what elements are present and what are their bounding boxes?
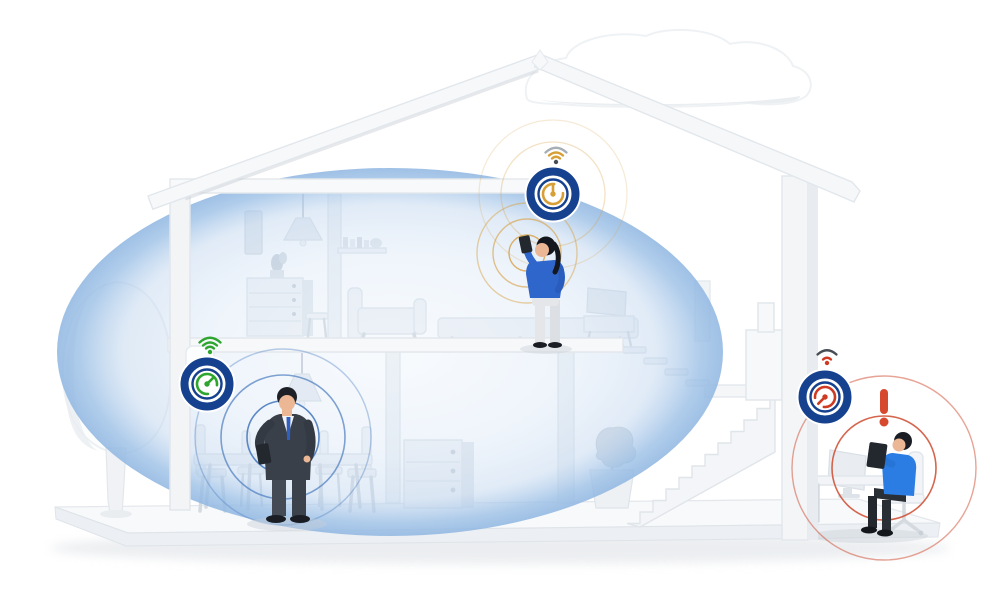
shoe xyxy=(861,526,877,534)
wifi-dot xyxy=(207,349,213,355)
house-frame xyxy=(147,49,861,541)
wifi-arc-inner xyxy=(204,345,216,350)
pants-leg xyxy=(535,300,545,342)
shin xyxy=(882,500,891,532)
gauge-dot xyxy=(822,394,828,400)
gauge-arc xyxy=(195,372,219,396)
shoe xyxy=(533,342,547,348)
arm-right xyxy=(303,419,316,463)
wifi-arc-outer xyxy=(544,146,568,154)
column-front xyxy=(781,175,809,541)
signal-gauge-weak xyxy=(796,368,854,426)
column-side xyxy=(808,180,818,540)
arm-right xyxy=(554,264,565,294)
badge-inner-ring xyxy=(809,381,841,413)
person-shadow xyxy=(247,517,327,531)
badge-inner-ring xyxy=(537,178,569,210)
signal-gauge-strong xyxy=(178,355,236,413)
gauge-arc xyxy=(813,385,837,409)
alert-dot xyxy=(879,417,889,427)
gauge-dot xyxy=(204,381,210,387)
badge-outer-ring xyxy=(526,167,580,221)
monitor-base xyxy=(838,494,860,498)
shoe xyxy=(266,515,286,523)
trouser-leg xyxy=(272,478,286,516)
badge-inner-ring xyxy=(191,368,223,400)
face xyxy=(279,395,295,411)
right-column xyxy=(781,175,818,541)
chimney-block xyxy=(745,302,783,401)
face xyxy=(892,438,906,452)
chair-leg xyxy=(902,518,922,534)
blue-ripple xyxy=(194,348,372,526)
roof-right-beam xyxy=(533,53,861,203)
shoe xyxy=(877,529,893,537)
face xyxy=(535,243,549,257)
roof-peak-cap xyxy=(531,49,549,71)
wifi-dot xyxy=(553,159,559,165)
hand xyxy=(303,455,311,463)
badge-outer-ring xyxy=(180,357,234,411)
pants-leg xyxy=(550,300,560,342)
wifi-arc-middle xyxy=(547,151,565,157)
wifi-arc-inner xyxy=(821,356,833,361)
shoe xyxy=(548,342,562,348)
base-front-face xyxy=(54,506,941,547)
wifi-arc-inner xyxy=(550,155,562,160)
shin xyxy=(868,496,877,528)
wifi-arc-outer xyxy=(198,336,222,344)
wifi-signal-weak-icon xyxy=(816,349,838,366)
chimney-body xyxy=(745,329,783,401)
wifi-arc-outer xyxy=(816,349,838,356)
chair-caster xyxy=(918,530,924,536)
smartphone xyxy=(255,443,272,465)
gold-ripple xyxy=(492,218,562,288)
wifi-signal-good-icon xyxy=(544,146,568,165)
tie xyxy=(286,417,291,440)
woman-standing-with-phone xyxy=(518,235,572,354)
signal-gauge-good xyxy=(524,165,582,223)
no-coverage-alert-icon xyxy=(879,389,889,427)
trouser-leg xyxy=(292,478,306,516)
upper-floor-slab xyxy=(167,337,624,353)
gabled-roof xyxy=(147,49,861,211)
man-standing-with-phone xyxy=(247,387,327,531)
wifi-dot xyxy=(824,360,830,366)
suit-jacket xyxy=(264,414,312,480)
wifi-signal-strong-icon xyxy=(198,336,222,355)
monitor-stand xyxy=(843,488,852,495)
badge-outer-ring xyxy=(798,370,852,424)
tree-base xyxy=(100,510,132,518)
gauge-dot xyxy=(550,191,556,197)
desk xyxy=(808,449,928,543)
man-seated-with-tablet xyxy=(861,432,917,537)
stair-main-flight xyxy=(626,396,776,528)
shoe xyxy=(290,515,310,523)
desk-shadow xyxy=(808,529,928,543)
alert-bar xyxy=(880,389,888,414)
wifi-arc-middle xyxy=(201,341,219,347)
red-ripple xyxy=(791,375,977,561)
tablet xyxy=(866,442,888,469)
smartphone xyxy=(518,235,533,254)
neck xyxy=(282,407,292,416)
chimney-top xyxy=(757,302,775,333)
